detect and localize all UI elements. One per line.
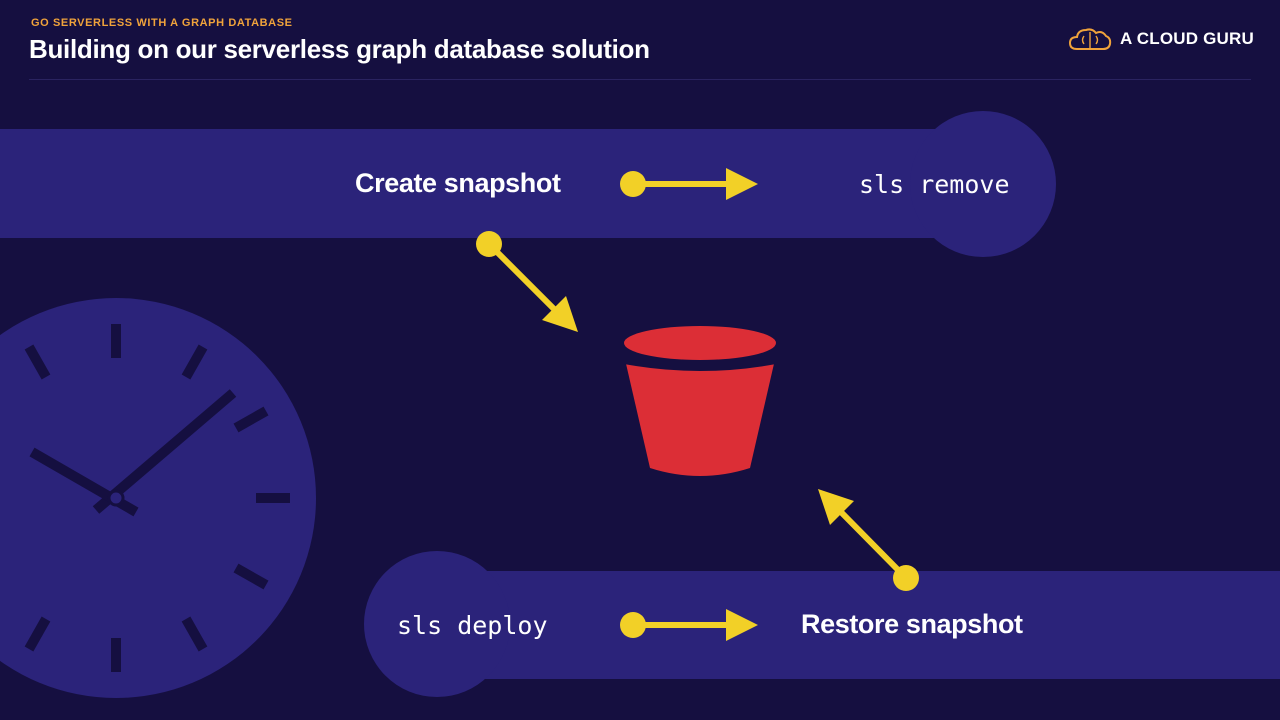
bottom-band (364, 551, 1280, 697)
restore-snapshot-label: Restore snapshot (801, 609, 1023, 639)
arrow-create-to-bucket (476, 231, 578, 332)
cloud-brain-icon (1068, 28, 1112, 50)
create-snapshot-label: Create snapshot (355, 168, 561, 198)
arrow-deploy-to-restore (620, 609, 758, 641)
s3-bucket-icon (624, 326, 776, 476)
top-band (0, 111, 1056, 257)
slide-title: Building on our serverless graph databas… (29, 34, 650, 64)
arrow-restore-to-bucket (818, 489, 919, 591)
sls-deploy-label: sls deploy (397, 611, 548, 640)
arrow-create-to-remove (620, 168, 758, 200)
header-divider (29, 79, 1251, 80)
brand-logo: A CLOUD GURU (1068, 26, 1254, 52)
section-eyebrow: GO SERVERLESS WITH A GRAPH DATABASE (31, 17, 293, 29)
sls-remove-label: sls remove (859, 170, 1010, 199)
brand-name: A CLOUD GURU (1120, 29, 1254, 48)
clock-icon (0, 298, 316, 698)
